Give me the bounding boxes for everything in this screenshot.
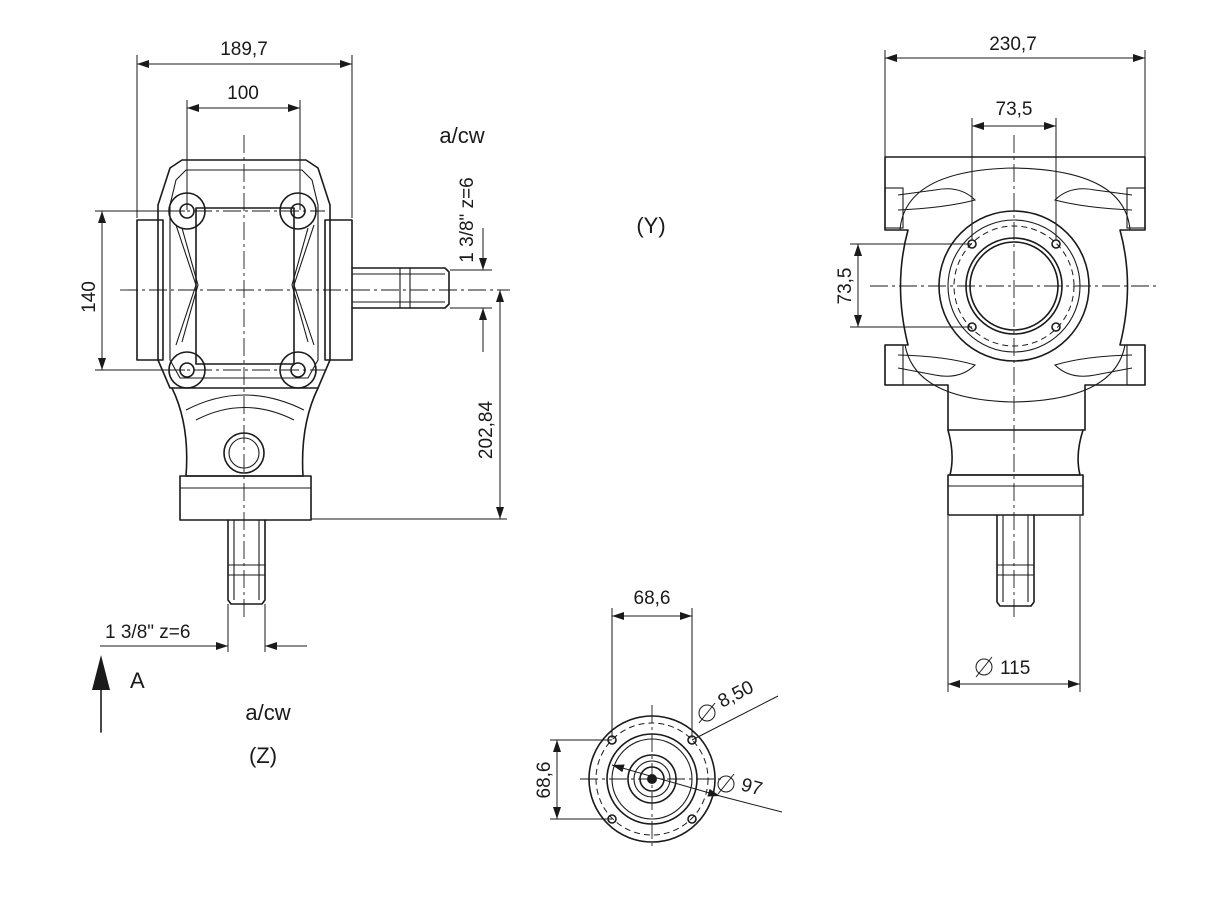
flange-dim-height: 68,6 bbox=[534, 762, 555, 799]
dim-overall-width: 189,7 bbox=[220, 39, 268, 60]
view-arrow-icon bbox=[92, 655, 110, 690]
flange-dim-width: 68,6 bbox=[634, 588, 671, 609]
side-shaft-rotation: a/cw bbox=[439, 123, 484, 148]
diameter-icon bbox=[975, 656, 993, 678]
flange-view: 68,6 68,6 8,50 97 bbox=[534, 588, 783, 850]
view-label-y: (Y) bbox=[636, 213, 665, 238]
flange-dim-circle: 97 bbox=[739, 775, 765, 801]
view-label-z: (Z) bbox=[249, 743, 277, 768]
diameter-icon bbox=[717, 773, 735, 795]
left-gearbox-view: 189,7 100 140 bbox=[79, 39, 510, 768]
dim-diameter-115: 115 bbox=[1000, 658, 1030, 679]
side-shaft-spec: 1 3/8" z=6 bbox=[457, 177, 478, 262]
right-gearbox-view: 230,7 73,5 73,5 bbox=[835, 34, 1160, 692]
dim-bolt-height: 140 bbox=[79, 281, 100, 313]
bottom-shaft-spec: 1 3/8" z=6 bbox=[105, 622, 190, 643]
dim-overall-width-y: 230,7 bbox=[989, 34, 1037, 55]
arrow-label: A bbox=[130, 668, 145, 693]
diameter-icon bbox=[698, 702, 716, 724]
dim-shaft-height: 202,84 bbox=[476, 401, 497, 460]
dim-bolt-spacing: 100 bbox=[227, 83, 259, 104]
bottom-rotation: a/cw bbox=[245, 700, 290, 725]
flange-dim-hole: 8,50 bbox=[715, 677, 757, 713]
dim-bolt-horizontal: 73,5 bbox=[996, 99, 1033, 120]
dim-bolt-vertical: 73,5 bbox=[835, 268, 856, 305]
